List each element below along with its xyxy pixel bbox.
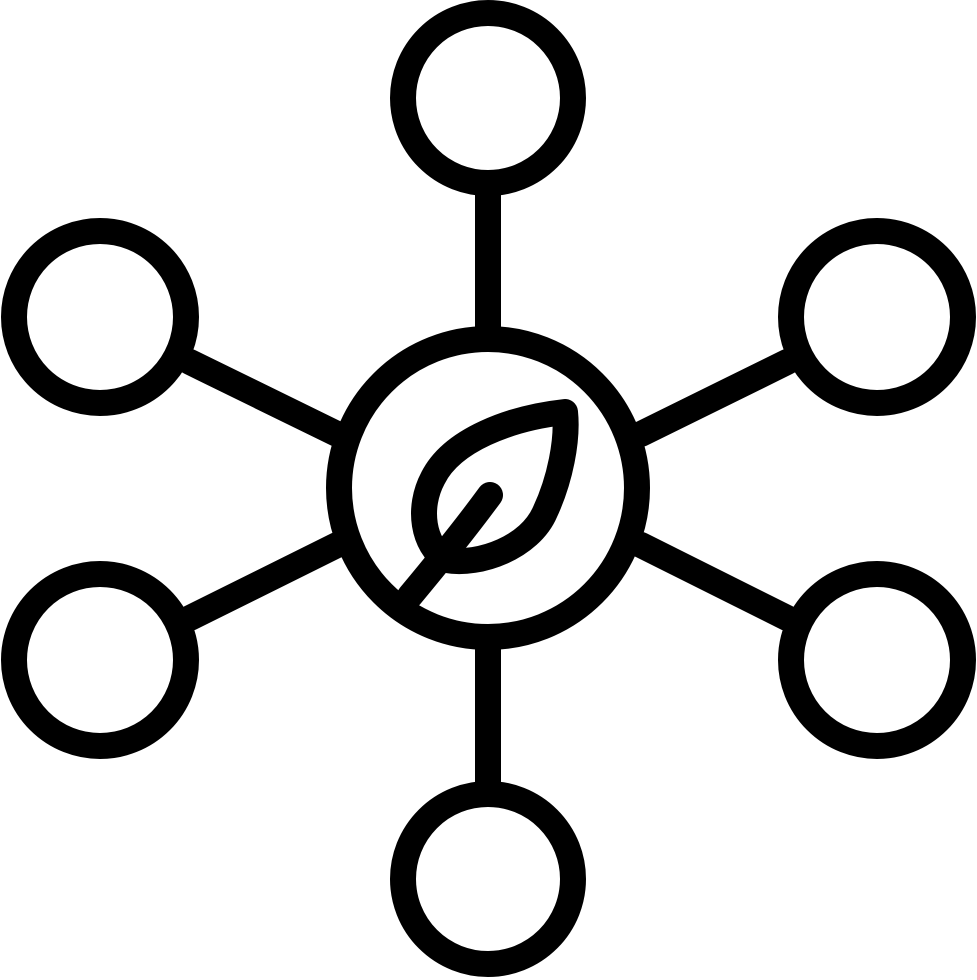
connector-upper-left <box>177 349 350 447</box>
node-upper-left <box>1 218 199 416</box>
node-upper-right <box>778 218 976 416</box>
connector-upper-right <box>628 349 800 447</box>
node-lower-right <box>778 561 976 759</box>
node-lower-left <box>1 561 199 759</box>
connector-lower-left <box>177 532 350 631</box>
node-bottom <box>390 781 586 977</box>
connector-lower-right <box>628 532 800 631</box>
leaf-icon <box>397 399 579 609</box>
center-hub <box>326 326 650 650</box>
node-top <box>390 0 586 196</box>
